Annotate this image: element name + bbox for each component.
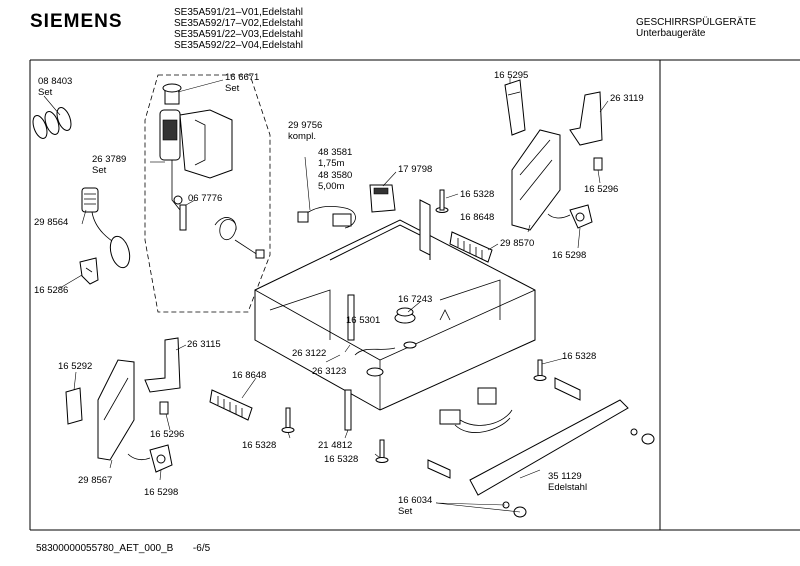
subcategory-title: Unterbaugeräte xyxy=(636,28,706,39)
part-label: 29 9756 xyxy=(288,120,322,131)
clip xyxy=(593,157,603,171)
part-label: 08 8403 xyxy=(38,76,72,87)
model-line: SE35A592/17–V02,Edelstahl xyxy=(174,18,303,29)
float-switch-left xyxy=(127,444,173,473)
power-cable xyxy=(297,206,356,229)
part-label: 21 4812 xyxy=(318,440,352,451)
part-label: Set xyxy=(92,165,107,176)
kit-group-outline xyxy=(144,74,271,313)
spring-hose xyxy=(81,187,131,269)
part-label: 29 8564 xyxy=(34,217,68,228)
screw xyxy=(435,189,459,213)
pipe xyxy=(344,389,352,431)
part-label: kompl. xyxy=(288,131,316,142)
part-label: 26 3123 xyxy=(312,366,346,377)
small-bracket xyxy=(79,257,99,285)
doc-number: 58300000055780_AET_000_B xyxy=(36,543,174,554)
part-label: 26 3122 xyxy=(292,348,326,359)
wiring-harness xyxy=(439,377,581,433)
part-label: 35 1129 xyxy=(548,471,582,482)
part-label: 16 5328 xyxy=(460,189,494,200)
part-label: 5,00m xyxy=(318,181,344,192)
screw xyxy=(281,407,295,433)
side-panel xyxy=(511,129,561,231)
part-label: 16 5328 xyxy=(242,440,276,451)
page-number: -6/5 xyxy=(192,543,211,554)
part-label: 17 9798 xyxy=(398,164,432,175)
hook-bracket-left xyxy=(144,337,181,393)
front-panel xyxy=(427,399,629,496)
part-label: 1,75m xyxy=(318,158,344,169)
side-bracket xyxy=(504,79,526,136)
side-panel-left xyxy=(97,359,135,461)
category-title: GESCHIRRSPÜLGERÄTE xyxy=(636,17,757,28)
part-label: 16 5328 xyxy=(562,351,596,362)
part-label: 16 5296 xyxy=(150,429,184,440)
base-tub xyxy=(254,199,536,411)
foot-cover xyxy=(65,387,83,425)
part-label: 16 5295 xyxy=(494,70,528,81)
leader-lines xyxy=(59,78,609,513)
connector-strip-left xyxy=(209,389,253,421)
screw xyxy=(533,359,547,381)
brand-logo: SIEMENS xyxy=(30,11,123,32)
part-label: 16 5286 xyxy=(34,285,68,296)
hook-bracket xyxy=(569,91,603,146)
part-label: Set xyxy=(225,83,240,94)
part-label: 16 5296 xyxy=(584,184,618,195)
part-label: 48 3581 xyxy=(318,147,352,158)
part-label: 16 8648 xyxy=(460,212,494,223)
part-label: Set xyxy=(38,87,53,98)
part-label: 06 7776 xyxy=(188,193,222,204)
model-line: SE35A591/22–V03,Edelstahl xyxy=(174,29,303,40)
part-label: 16 6034 xyxy=(398,495,432,506)
part-label: 16 7243 xyxy=(398,294,432,305)
model-line: SE35A592/22–V04,Edelstahl xyxy=(174,40,303,51)
part-label: Set xyxy=(398,506,413,517)
screw xyxy=(375,439,389,463)
part-label: 29 8567 xyxy=(78,475,112,486)
part-label: 29 8570 xyxy=(500,238,534,249)
part-label: 16 6671 xyxy=(225,72,259,83)
part-label: 16 5298 xyxy=(552,250,586,261)
footer-doc: 58300000055780_AET_000_B -6/5 xyxy=(36,543,210,554)
part-label: 16 5328 xyxy=(324,454,358,465)
model-list: SE35A591/21–V01,Edelstahl SE35A592/17–V0… xyxy=(174,7,303,51)
part-label: 16 5298 xyxy=(144,487,178,498)
control-module xyxy=(369,184,396,213)
part-label: Edelstahl xyxy=(548,482,587,493)
part-labels: 08 8403 Set 16 6671 Set 29 9756 kompl. 2… xyxy=(34,70,644,517)
clip-left xyxy=(159,401,169,415)
hose-coil xyxy=(214,217,265,259)
valve-assembly xyxy=(159,79,233,231)
part-label: 16 5301 xyxy=(346,315,380,326)
part-label: 16 5292 xyxy=(58,361,92,372)
part-label: 26 3115 xyxy=(187,339,221,350)
connector-strip xyxy=(449,231,493,263)
model-line: SE35A591/21–V01,Edelstahl xyxy=(174,7,303,18)
part-label: 26 3119 xyxy=(610,93,644,104)
part-label: 26 3789 xyxy=(92,154,126,165)
hose-clamp-set xyxy=(32,95,72,139)
part-label: 16 8648 xyxy=(232,370,266,381)
part-label: 48 3580 xyxy=(318,170,352,181)
category-block: GESCHIRRSPÜLGERÄTE Unterbaugeräte xyxy=(636,17,756,39)
float-switch xyxy=(547,204,593,229)
